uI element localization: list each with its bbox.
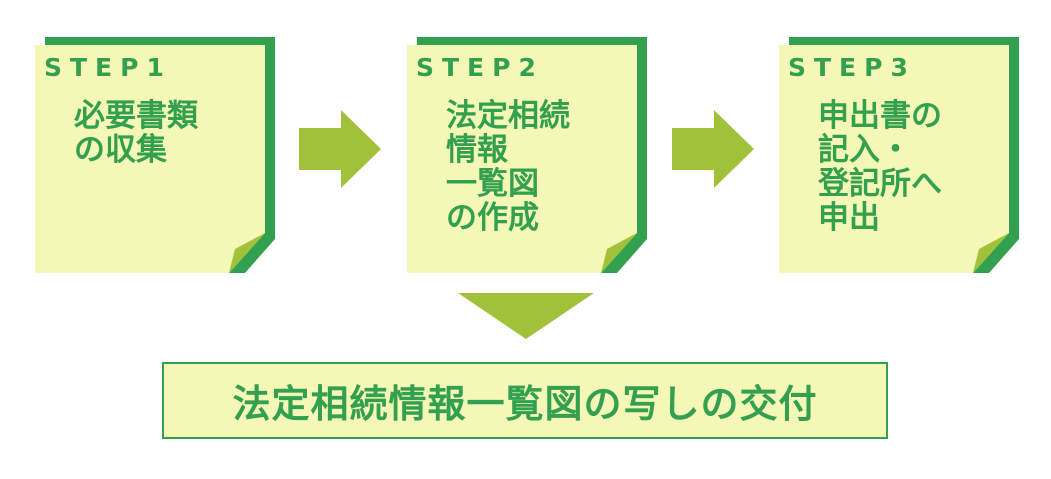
step-text-line: 必要書類 bbox=[74, 98, 198, 134]
note-paper-shape bbox=[35, 37, 275, 273]
result-box: 法定相続情報一覧図の写しの交付 bbox=[162, 362, 888, 439]
note-paper-shape bbox=[407, 37, 647, 273]
result-text: 法定相続情報一覧図の写しの交付 bbox=[232, 382, 818, 426]
step-text-line: 登記所へ bbox=[818, 166, 942, 202]
step-label: STEP3 bbox=[788, 53, 916, 82]
right-arrow-icon bbox=[299, 110, 381, 188]
note-paper-shape bbox=[779, 37, 1019, 273]
step-text-line: の収集 bbox=[74, 132, 167, 168]
right-arrow-icon bbox=[672, 110, 754, 188]
down-arrow-icon bbox=[458, 293, 594, 339]
step-text-line: 記入・ bbox=[818, 132, 911, 168]
step-label: STEP2 bbox=[416, 53, 544, 82]
step-label: STEP1 bbox=[44, 53, 172, 82]
step-description: 必要書類 の収集 bbox=[74, 99, 198, 167]
step-text-line: の作成 bbox=[446, 200, 539, 236]
step-3-card: STEP3 申出書の 記入・ 登記所へ 申出 bbox=[779, 37, 1019, 273]
step-text-line: 法定相続 bbox=[446, 98, 570, 134]
step-1-card: STEP1 必要書類 の収集 bbox=[35, 37, 275, 273]
step-text-line: 申出 bbox=[818, 200, 880, 236]
step-2-card: STEP2 法定相続 情報 一覧図 の作成 bbox=[407, 37, 647, 273]
step-text-line: 情報 bbox=[446, 132, 508, 168]
step-text-line: 一覧図 bbox=[446, 166, 539, 202]
step-description: 申出書の 記入・ 登記所へ 申出 bbox=[818, 99, 942, 235]
step-text-line: 申出書の bbox=[818, 98, 942, 134]
step-description: 法定相続 情報 一覧図 の作成 bbox=[446, 99, 570, 235]
